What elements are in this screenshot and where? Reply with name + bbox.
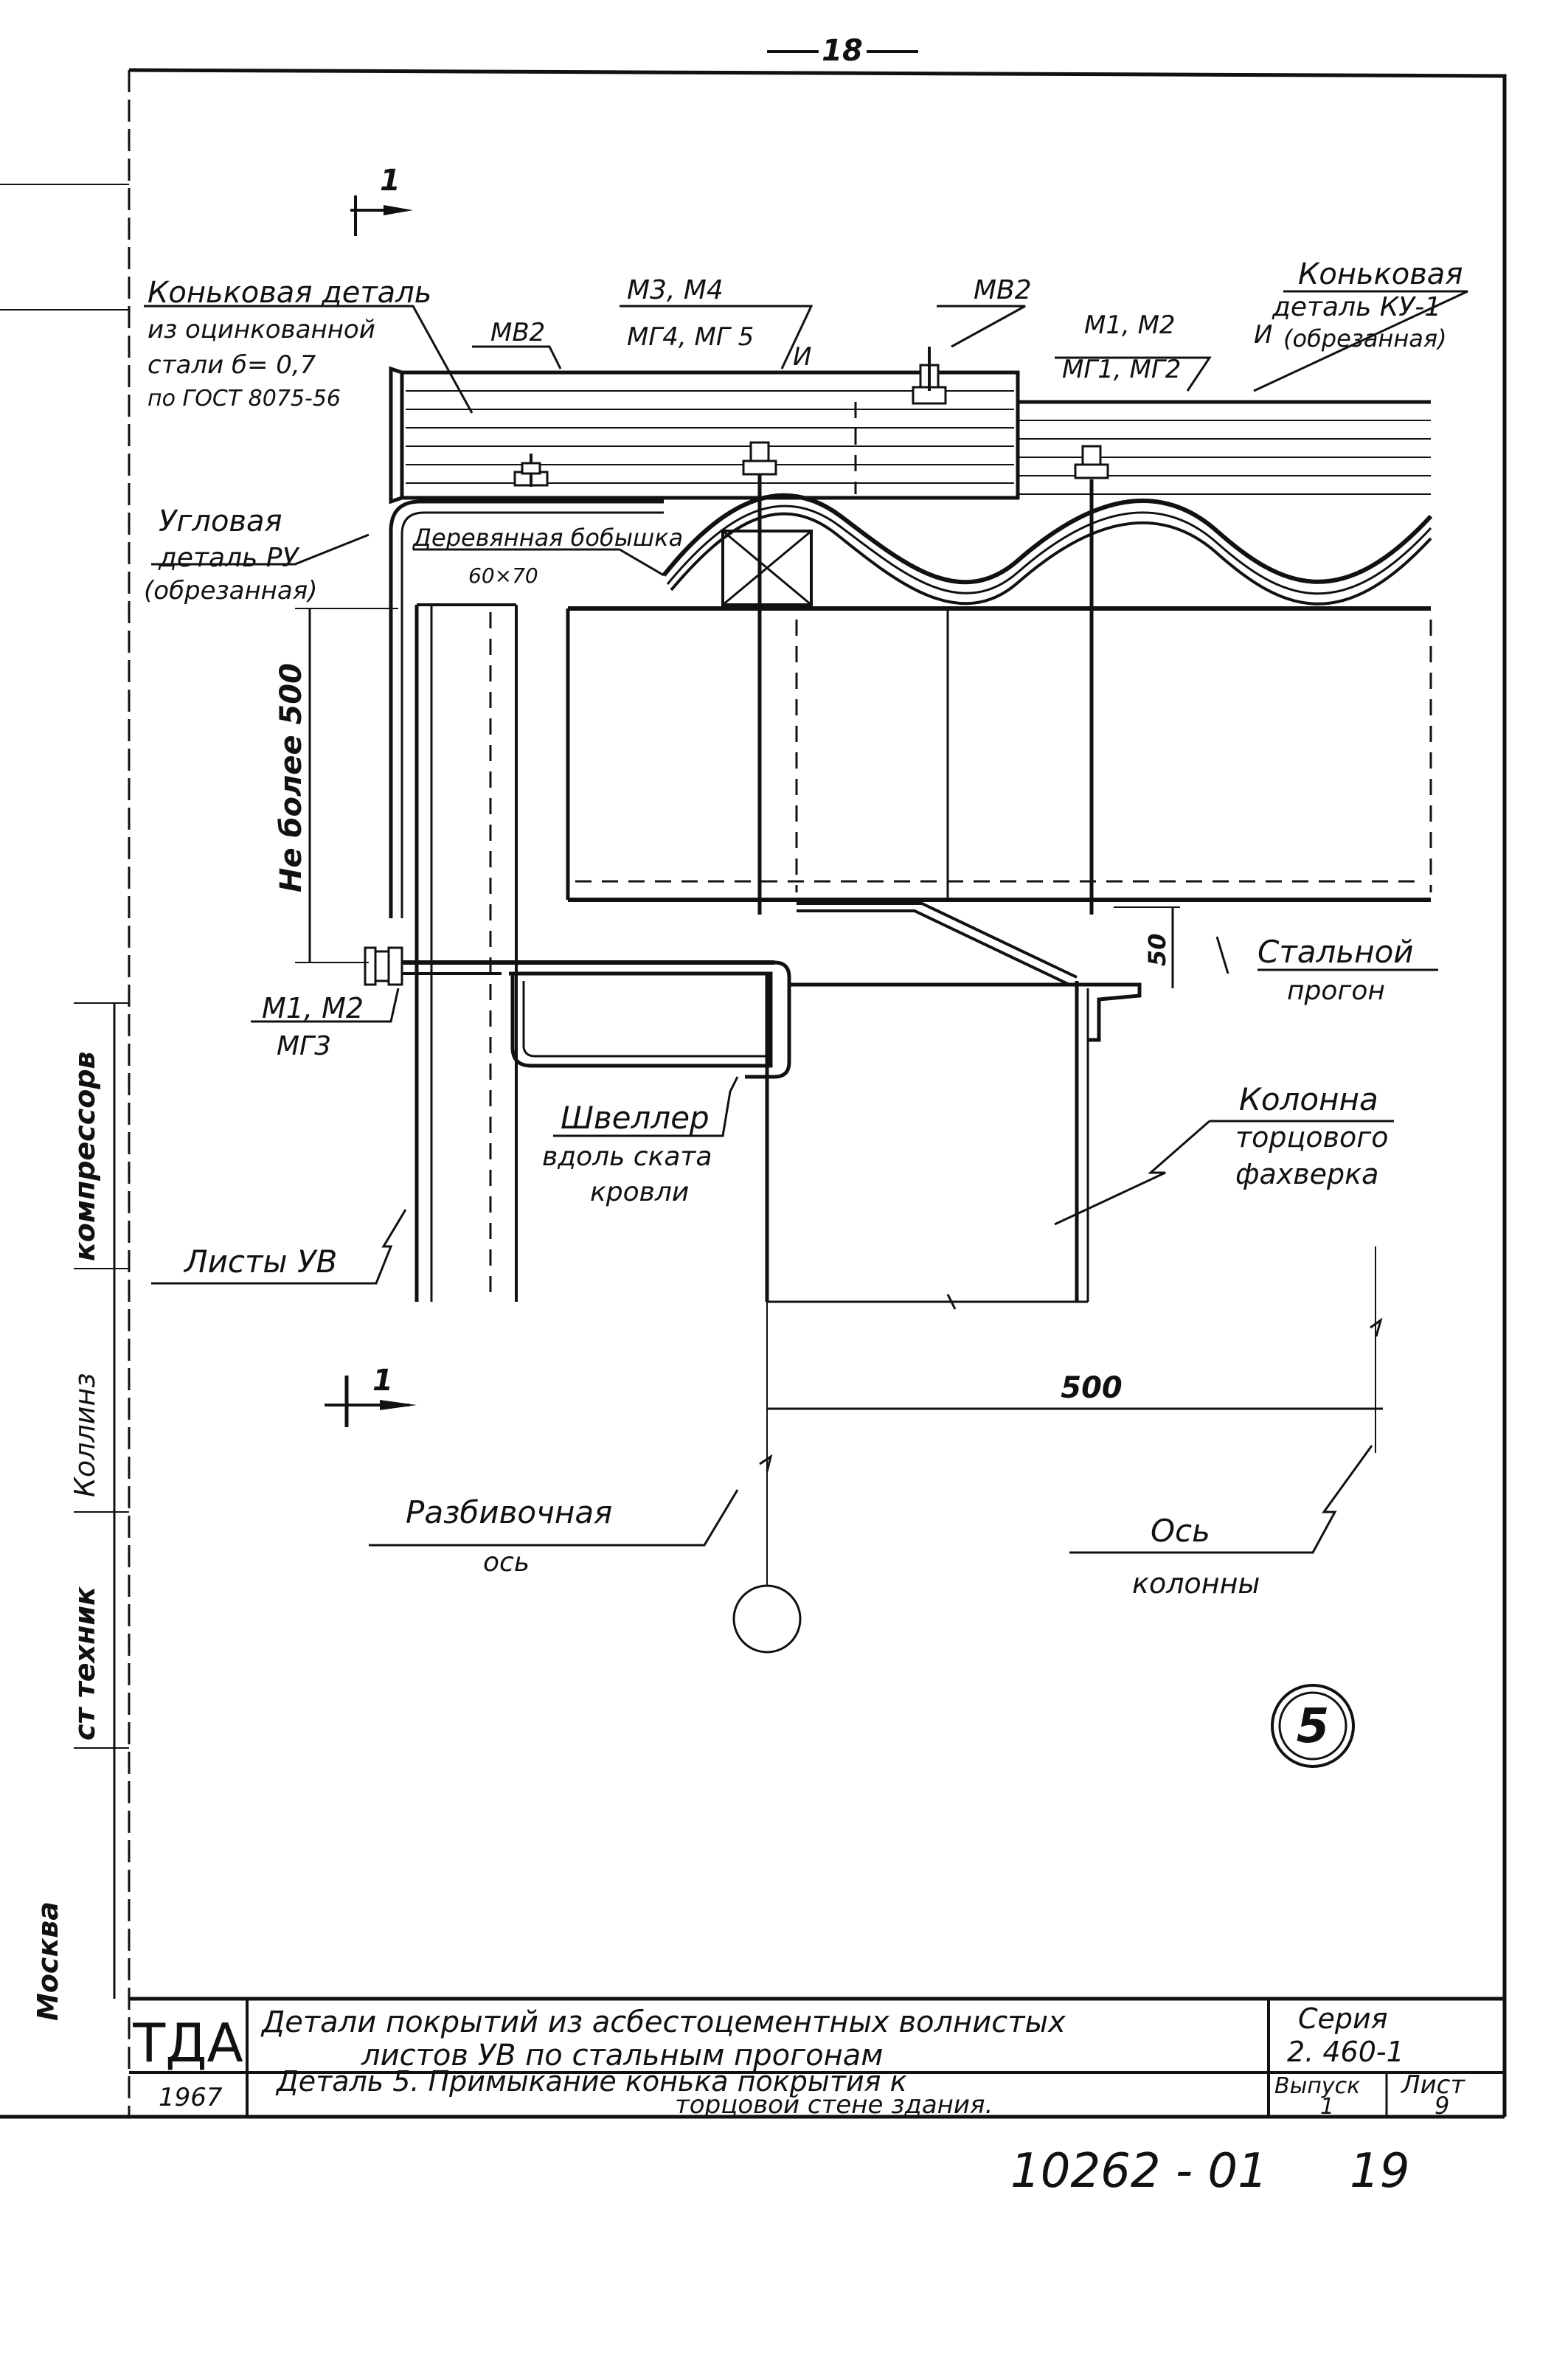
title-line-2: листов УВ по стальным прогонам <box>361 2039 883 2073</box>
year: 1967 <box>159 2083 223 2112</box>
section-marker-top: 1 <box>380 164 400 198</box>
wooden-block <box>721 530 813 606</box>
stamp-technician: ст техник <box>69 1586 101 1741</box>
support-bracket <box>797 909 1070 986</box>
wooden-block-cross <box>722 530 812 606</box>
leader-lines <box>144 290 1468 1554</box>
series-label: Серия <box>1298 2002 1388 2035</box>
label-column: Колонна торцового фахверка <box>1235 1081 1398 1190</box>
title-block <box>129 1997 1505 2117</box>
axis-break-mark <box>759 1454 773 1472</box>
issue-label: Выпуск <box>1274 2073 1360 2099</box>
archive-number: 10262 - 01 <box>1010 2144 1268 2199</box>
support-bracket <box>797 902 1078 979</box>
title-line-1: Детали покрытий из асбестоцементных волн… <box>260 2005 1066 2039</box>
label-mg1-mg2: МГ1, МГ2 <box>1062 355 1181 384</box>
column-break-mark <box>946 1294 957 1310</box>
label-mg3: МГ3 <box>277 1031 331 1061</box>
support-angle <box>789 982 1142 1042</box>
dim-500: 500 <box>1061 1371 1123 1405</box>
axis-bubble <box>732 1584 802 1654</box>
detail-number: 5 <box>1297 1699 1330 1754</box>
series-value: 2. 460-1 <box>1287 2036 1404 2068</box>
ridge-detail-hatching <box>406 390 1014 484</box>
stamp-moscow: Москва <box>32 1901 64 2021</box>
corrugated-sheet-top <box>662 493 1433 585</box>
sheet-label: Лист <box>1400 2070 1465 2100</box>
dim-50: 50 <box>1143 933 1171 966</box>
label-column-axis: Ось колонны <box>1132 1513 1260 1600</box>
label-corner-detail: Угловая деталь РУ (обрезанная) <box>144 504 317 606</box>
label-steel-purlin: Стальной прогон <box>1257 934 1423 1006</box>
sheet-total: 19 <box>1350 2144 1409 2199</box>
page-number: 18 <box>822 34 863 68</box>
detail-number-circle-inner <box>1278 1691 1347 1761</box>
label-channel: Швеллер вдоль ската кровли <box>542 1100 722 1207</box>
ridge-detail-left <box>400 370 1020 500</box>
stamp-company: компрессорв <box>69 1051 101 1261</box>
label-ridge-detail-left: Коньковая деталь из оцинкованной стали б… <box>148 276 441 412</box>
label-mv2-left: МВ2 <box>490 318 545 347</box>
channel-inner <box>522 981 767 1058</box>
section-arrow-icon <box>384 205 413 215</box>
corrugated-sheet-mid <box>666 504 1432 595</box>
bolt-icon <box>513 454 549 487</box>
bolt-icon <box>742 441 777 476</box>
label-m3-m4: М3, М4 <box>627 275 724 305</box>
org-code: ТДА <box>132 2012 243 2074</box>
label-sheets-uv: Листы УВ <box>183 1244 337 1280</box>
dim-not-more-500: Не более 500 <box>274 663 308 892</box>
corner-detail-ru-outer <box>389 499 664 918</box>
corrugated-sheet-bottom <box>670 512 1432 606</box>
section-arrow-icon <box>380 1400 417 1410</box>
bolt-icon <box>912 347 947 405</box>
label-layout-axis: Разбивочная ось <box>406 1494 622 1578</box>
label-ridge-ku1: Коньковая деталь КУ-1 (обрезанная) <box>1272 257 1472 353</box>
nut-icon <box>364 946 403 986</box>
channel-section <box>509 971 773 1068</box>
bolt-icon <box>1074 445 1109 479</box>
axis-break-mark <box>1370 1317 1383 1337</box>
ridge-ku1-hatching <box>1018 420 1431 495</box>
section-marker-bottom: 1 <box>372 1364 393 1398</box>
label-mv2-right: МВ2 <box>974 275 1032 305</box>
channel-outer <box>745 960 791 1079</box>
issue-value: 1 <box>1320 2094 1334 2120</box>
label-m1-m2-bottom: М1, М2 <box>262 992 364 1024</box>
detail-title-line-2: торцовой стене здания. <box>675 2090 993 2120</box>
sheet-value: 9 <box>1435 2092 1449 2120</box>
stamp-signature: Коллинз <box>69 1373 101 1497</box>
label-m1-m2-top: М1, М2 <box>1084 311 1176 340</box>
frame-top-right <box>128 68 1507 2117</box>
label-mg4-mg5: МГ4, МГ 5 <box>627 322 754 352</box>
detail-number-circle <box>1271 1684 1355 1768</box>
label-wood-block: Деревянная бобышка 60×70 <box>412 524 690 588</box>
label-mark-i-b: И <box>1254 320 1272 350</box>
corner-detail-ru-inner <box>400 511 664 918</box>
detail-title-line-1: Деталь 5. Примыкание конька покрытия к <box>275 2065 907 2098</box>
label-mark-i-a: И <box>793 342 811 372</box>
